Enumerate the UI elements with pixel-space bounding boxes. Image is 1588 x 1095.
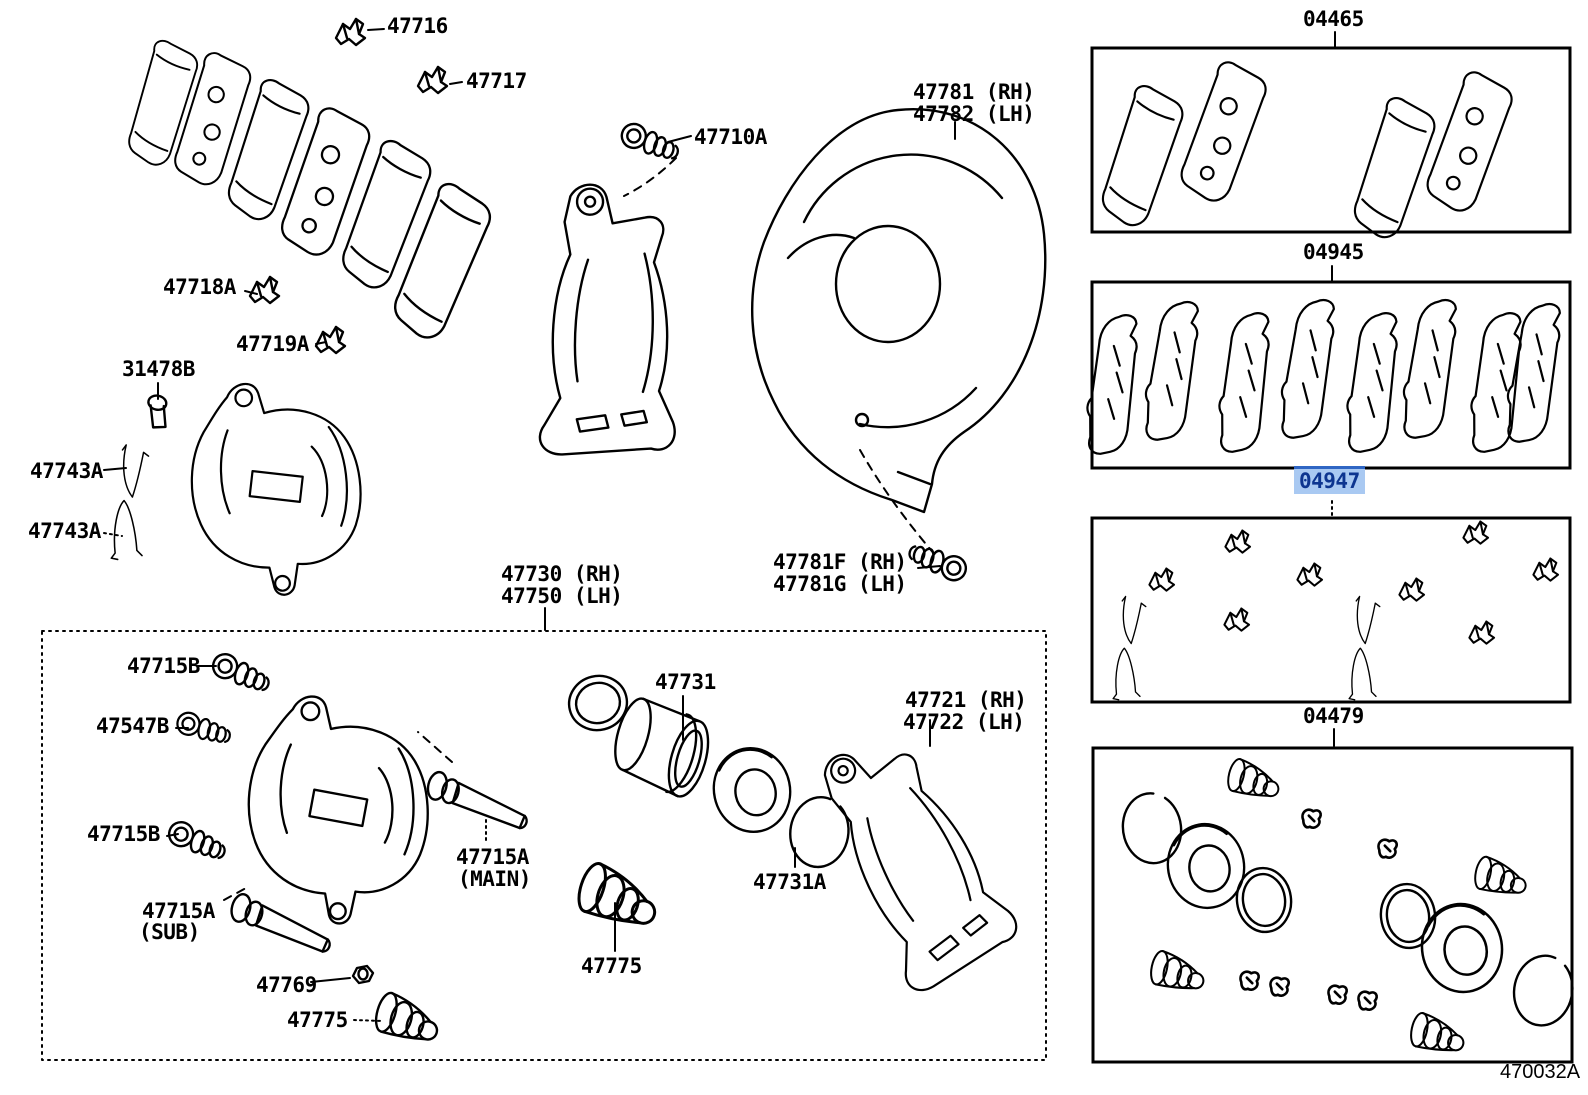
part-label-47719a[interactable]: 47719A xyxy=(236,332,309,356)
caliper-upper-drawing xyxy=(183,375,369,602)
kit-label-04479[interactable]: 04479 xyxy=(1303,704,1364,728)
diagram-code: 470032A xyxy=(1500,1061,1581,1083)
slide-pin-sub-drawing xyxy=(225,890,338,955)
part-label-47710a[interactable]: 47710A xyxy=(694,125,767,149)
part-label-47715b-1[interactable]: 47715B xyxy=(127,654,200,678)
bolt-47715b-drawing xyxy=(208,649,275,695)
kit-box-04479-outline xyxy=(1091,746,1574,1064)
boot-47775-drawing xyxy=(572,858,666,934)
slide-pin-main-drawing xyxy=(422,768,535,831)
piston-group-drawing xyxy=(567,674,855,872)
bushing-47769-drawing xyxy=(351,964,375,985)
part-label-47715a-sub[interactable]: 47715A xyxy=(142,899,215,923)
kit-04479-contents xyxy=(1117,756,1580,1057)
kit-04945-contents xyxy=(1078,294,1572,460)
part-label-47717[interactable]: 47717 xyxy=(466,69,527,93)
bolt-47715b-drawing xyxy=(164,817,231,863)
part-label-47721-rh[interactable]: 47721 (RH) xyxy=(905,688,1027,712)
part-label-47715b-2[interactable]: 47715B xyxy=(87,822,160,846)
clip-47716-drawing xyxy=(334,17,367,47)
part-label-47769[interactable]: 47769 xyxy=(256,973,317,997)
part-label-47715a-main[interactable]: 47715A xyxy=(456,845,529,869)
spring-47743a-drawing xyxy=(110,499,143,561)
kit-box-04465-outline xyxy=(1090,46,1572,234)
part-label-sub-qualifier: (SUB) xyxy=(139,920,200,944)
mounting-bracket-drawing xyxy=(537,181,693,464)
part-label-47730-rh[interactable]: 47730 (RH) xyxy=(501,562,623,586)
part-label-main-qualifier: (MAIN) xyxy=(458,867,531,891)
dust-cover-drawing xyxy=(750,108,1047,514)
kit-label-04947-highlighted[interactable]: 04947 xyxy=(1294,466,1365,495)
boot-47775-drawing xyxy=(371,989,445,1048)
part-label-47782-lh[interactable]: 47782 (LH) xyxy=(913,102,1035,126)
dashed-leader-lines xyxy=(223,157,937,901)
kit-04947-contents xyxy=(1112,520,1560,701)
clip-47717-drawing xyxy=(416,65,449,95)
part-label-47775-2[interactable]: 47775 xyxy=(581,954,642,978)
part-label-47731a[interactable]: 47731A xyxy=(753,870,826,894)
pad-stack-drawing xyxy=(124,37,498,347)
part-label-47743a-2[interactable]: 47743A xyxy=(28,519,101,543)
part-label-47781f-rh[interactable]: 47781F (RH) xyxy=(773,550,907,574)
kit-box-04947-outline xyxy=(1090,516,1572,704)
part-label-47750-lh[interactable]: 47750 (LH) xyxy=(501,584,623,608)
leader-lines xyxy=(103,28,1336,983)
caliper-lower-drawing xyxy=(247,695,429,925)
part-label-47547b[interactable]: 47547B xyxy=(96,714,169,738)
part-label-47781g-lh[interactable]: 47781G (LH) xyxy=(773,572,907,596)
bolt-47781f-drawing xyxy=(904,542,970,585)
assembly-group-outline xyxy=(41,630,1047,1061)
part-label-47775-1[interactable]: 47775 xyxy=(287,1008,348,1032)
clip-47718a-drawing xyxy=(248,275,281,305)
clip-47719a-drawing xyxy=(314,325,347,355)
dotted-leader-lines xyxy=(103,500,1333,1022)
part-label-47716[interactable]: 47716 xyxy=(387,14,448,38)
mounting-bracket-lower-drawing xyxy=(807,716,1027,997)
part-label-47781-rh[interactable]: 47781 (RH) xyxy=(913,80,1035,104)
kit-04465-contents xyxy=(1096,57,1518,244)
part-label-47743a-1[interactable]: 47743A xyxy=(30,459,103,483)
part-label-47731[interactable]: 47731 xyxy=(655,670,716,694)
part-label-47718a[interactable]: 47718A xyxy=(163,275,236,299)
spring-47743a-drawing xyxy=(121,444,150,498)
kit-label-04465[interactable]: 04465 xyxy=(1303,7,1364,31)
kit-label-04945[interactable]: 04945 xyxy=(1303,240,1364,264)
part-label-31478b[interactable]: 31478B xyxy=(122,357,195,381)
kit-box-04945-outline xyxy=(1090,280,1572,470)
part-label-47722-lh[interactable]: 47722 (LH) xyxy=(903,710,1025,734)
